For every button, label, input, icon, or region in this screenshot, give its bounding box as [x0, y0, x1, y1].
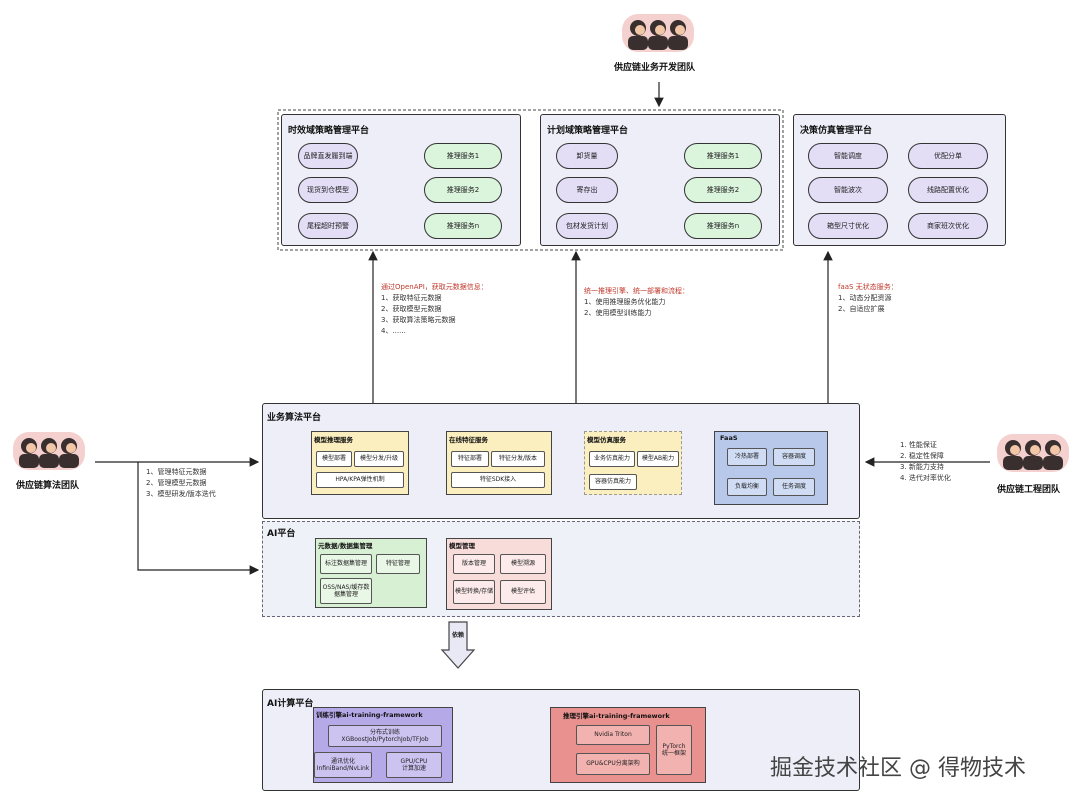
- service-box: 容器仿真能力: [589, 474, 637, 490]
- service-box: HPA/KPA弹性机制: [316, 472, 404, 488]
- decision-item: 线路配置优化: [908, 177, 988, 203]
- note-line: 4. 迭代对率优化: [900, 474, 951, 482]
- note-line: 2、自适应扩展: [838, 305, 885, 313]
- service-box: 模型部署: [316, 451, 352, 467]
- panel-title: AI平台: [267, 529, 296, 539]
- team-label-top: 供应链业务开发团队: [614, 63, 696, 73]
- pill-left: 尾程超时预警: [298, 213, 358, 239]
- pill-right: 推理服务2: [424, 177, 502, 203]
- note-line: 2. 稳定性保障: [900, 452, 944, 460]
- group-title: 训练引擎ai-training-framework: [316, 711, 423, 719]
- panel-title: 时效域策略管理平台: [288, 126, 370, 136]
- note-right: 1. 性能保证 2. 稳定性保障 3. 新能力支持 4. 迭代对率优化: [900, 440, 951, 484]
- note-line: 2、使用模型训练能力: [584, 309, 652, 317]
- service-box: 版本管理: [453, 554, 495, 574]
- service-box: 模型评估: [500, 580, 546, 604]
- decision-item: 箱型尺寸优化: [808, 213, 888, 239]
- dashed-group-outline: [277, 109, 784, 251]
- note-faas: faaS 无状态服务： 1、动态分配资源 2、自适应扩展: [838, 282, 898, 315]
- service-box: 分布式训练 XGBoostJob/PytorchJob/TFJob: [328, 725, 442, 747]
- service-box: Nvidia Triton: [576, 725, 650, 745]
- group-title: 在线特征服务: [449, 436, 488, 444]
- service-box: 特征部署: [451, 451, 489, 467]
- note-title: 统一推理引擎、统一部署和流程：: [584, 287, 689, 295]
- service-box: 特征管理: [376, 554, 420, 574]
- note-line: 3. 新能力支持: [900, 463, 944, 471]
- note-line: 3、模型研发/版本迭代: [146, 490, 216, 498]
- panel-title: 计划域策略管理平台: [547, 126, 629, 136]
- pill-left: 寄存出: [556, 177, 618, 203]
- team-avatars-top: [622, 14, 694, 52]
- service-box: 标注数据集管理: [320, 554, 372, 574]
- panel-title: 决策仿真管理平台: [800, 126, 873, 136]
- note-line: 1、动态分配资源: [838, 294, 892, 302]
- note-line: 2、管理模型元数据: [146, 479, 207, 487]
- pill-left: 卸货量: [556, 143, 618, 169]
- service-box: 任务调度: [773, 478, 815, 496]
- team-label-right: 供应链工程团队: [997, 485, 1061, 495]
- note-line: 2、获取模型元数据: [381, 305, 442, 313]
- pill-left: 包材发货计划: [556, 213, 618, 239]
- note-line: 1、获取特征元数据: [381, 294, 442, 302]
- service-box: 容器调度: [773, 448, 815, 466]
- decision-item: 智能调度: [808, 143, 888, 169]
- note-openapi: 通过OpenAPI，获取元数据信息： 1、获取特征元数据 2、获取模型元数据 3…: [381, 282, 488, 337]
- group-title: 模型管理: [449, 542, 475, 550]
- pill-left: 现货到仓模型: [298, 177, 358, 203]
- note-title: faaS 无状态服务：: [838, 283, 898, 291]
- service-box: 负载均衡: [727, 478, 767, 496]
- team-avatars-right: [997, 434, 1069, 472]
- service-box: 模型溯源: [500, 554, 546, 574]
- group-title: 模型推理服务: [314, 436, 353, 444]
- note-line: 1、管理特征元数据: [146, 468, 207, 476]
- dependency-down-arrow: [440, 621, 476, 669]
- dependency-label: 依赖: [452, 632, 465, 639]
- group-title: FaaS: [720, 434, 738, 442]
- service-box: 业务仿真能力: [589, 451, 635, 467]
- note-left: 1、管理特征元数据 2、管理模型元数据 3、模型研发/版本迭代: [146, 467, 216, 500]
- service-box: OSS/NAS/缓存数据集管理: [320, 578, 372, 604]
- pill-right: 推理服务n: [424, 213, 502, 239]
- pill-right: 推理服务2: [684, 177, 762, 203]
- service-box: GPU/CPU 计算加速: [386, 752, 442, 778]
- service-box: 特征SDK接入: [451, 472, 545, 488]
- note-unified: 统一推理引擎、统一部署和流程： 1、使用推理服务优化能力 2、使用模型训练能力: [584, 286, 689, 319]
- team-avatars-left: [13, 432, 85, 470]
- pill-right: 推理服务1: [684, 143, 762, 169]
- note-title: 通过OpenAPI，获取元数据信息：: [381, 283, 488, 291]
- pill-right: 推理服务1: [424, 143, 502, 169]
- group-title: 元数据/数据集管理: [318, 542, 373, 550]
- note-line: 3、获取算法策略元数据: [381, 316, 456, 324]
- pill-left: 品牌直发履到端: [298, 143, 358, 169]
- service-box: 特征分发/版本: [491, 451, 545, 467]
- group-title: 推理引擎ai-training-framework: [563, 712, 670, 720]
- service-box: GPU&CPU分离架构: [576, 753, 650, 775]
- decision-item: 商家班次优化: [908, 213, 988, 239]
- decision-item: 优配分单: [908, 143, 988, 169]
- decision-item: 智能波次: [808, 177, 888, 203]
- group-title: 模型仿真服务: [587, 436, 626, 444]
- watermark: 掘金技术社区 @ 得物技术: [770, 756, 1026, 781]
- service-box: 模型分发/升级: [354, 451, 404, 467]
- note-line: 1、使用推理服务优化能力: [584, 298, 666, 306]
- panel-title: AI计算平台: [267, 699, 314, 709]
- team-label-left: 供应链算法团队: [16, 481, 80, 491]
- service-box: 模型AB能力: [637, 451, 679, 467]
- note-line: 4、......: [381, 327, 406, 335]
- service-box: 冷热部署: [727, 448, 767, 466]
- panel-title: 业务算法平台: [267, 413, 322, 423]
- pill-right: 推理服务n: [684, 213, 762, 239]
- service-box: 模型转换/存储: [453, 580, 495, 604]
- service-box: PyTorch 统一框架: [656, 725, 692, 775]
- service-box: 通讯优化 InfiniBand/NvLink: [314, 752, 372, 778]
- note-line: 1. 性能保证: [900, 441, 937, 449]
